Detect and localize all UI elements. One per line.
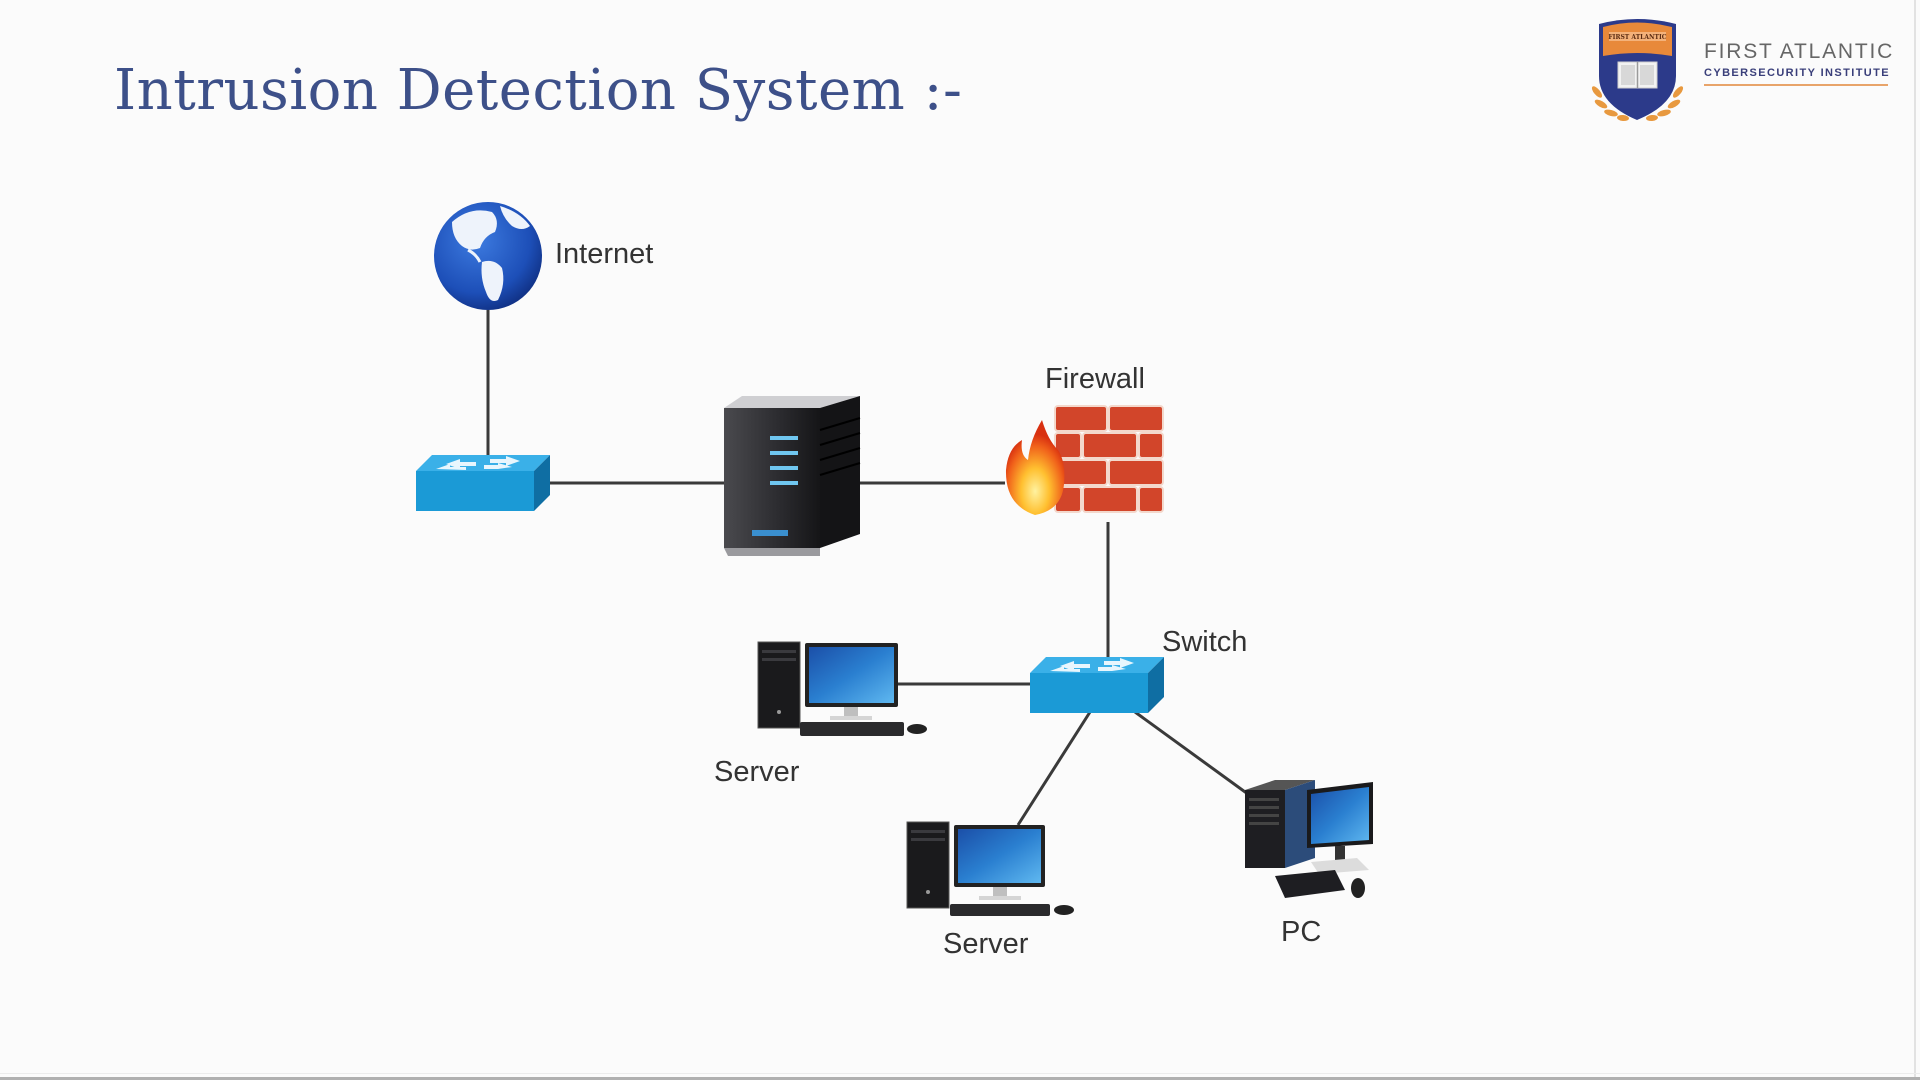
logo-name: FIRST ATLANTIC bbox=[1704, 40, 1895, 63]
book-icon bbox=[1617, 61, 1658, 89]
slide-title: Intrusion Detection System :- bbox=[114, 58, 963, 123]
logo-underline bbox=[1704, 84, 1888, 86]
server-tower-icon bbox=[724, 396, 861, 556]
node-label-firewall: Firewall bbox=[1045, 363, 1145, 395]
node-label-server-2: Server bbox=[943, 928, 1029, 960]
slide-bottom-divider bbox=[0, 1073, 1920, 1074]
desktop-computer-icon bbox=[906, 821, 1074, 916]
links bbox=[486, 310, 1253, 826]
node-label-server-1: Server bbox=[714, 756, 800, 788]
firewall-icon bbox=[1005, 405, 1164, 515]
flame-icon bbox=[1005, 420, 1065, 515]
laurel-icon bbox=[1591, 86, 1684, 122]
node-label-internet: Internet bbox=[555, 238, 654, 270]
shield-logo-icon: FIRST ATLANTIC bbox=[1591, 19, 1684, 122]
globe-icon bbox=[434, 202, 542, 310]
switch-icon bbox=[416, 455, 550, 511]
logo-subtitle: CYBERSECURITY INSTITUTE bbox=[1704, 67, 1891, 79]
link-switch-server-2 bbox=[1016, 711, 1092, 826]
slide-bottom-bar bbox=[0, 1077, 1920, 1080]
node-label-pc: PC bbox=[1281, 916, 1322, 948]
desktop-computer-icon bbox=[757, 641, 927, 736]
pc-icon bbox=[1245, 780, 1373, 898]
link-switch-pc bbox=[1134, 710, 1253, 799]
node-label-switch: Switch bbox=[1162, 626, 1248, 658]
badge-text: FIRST ATLANTIC bbox=[1608, 34, 1666, 41]
switch-icon bbox=[1030, 657, 1164, 713]
slide-right-border bbox=[1914, 0, 1916, 1080]
